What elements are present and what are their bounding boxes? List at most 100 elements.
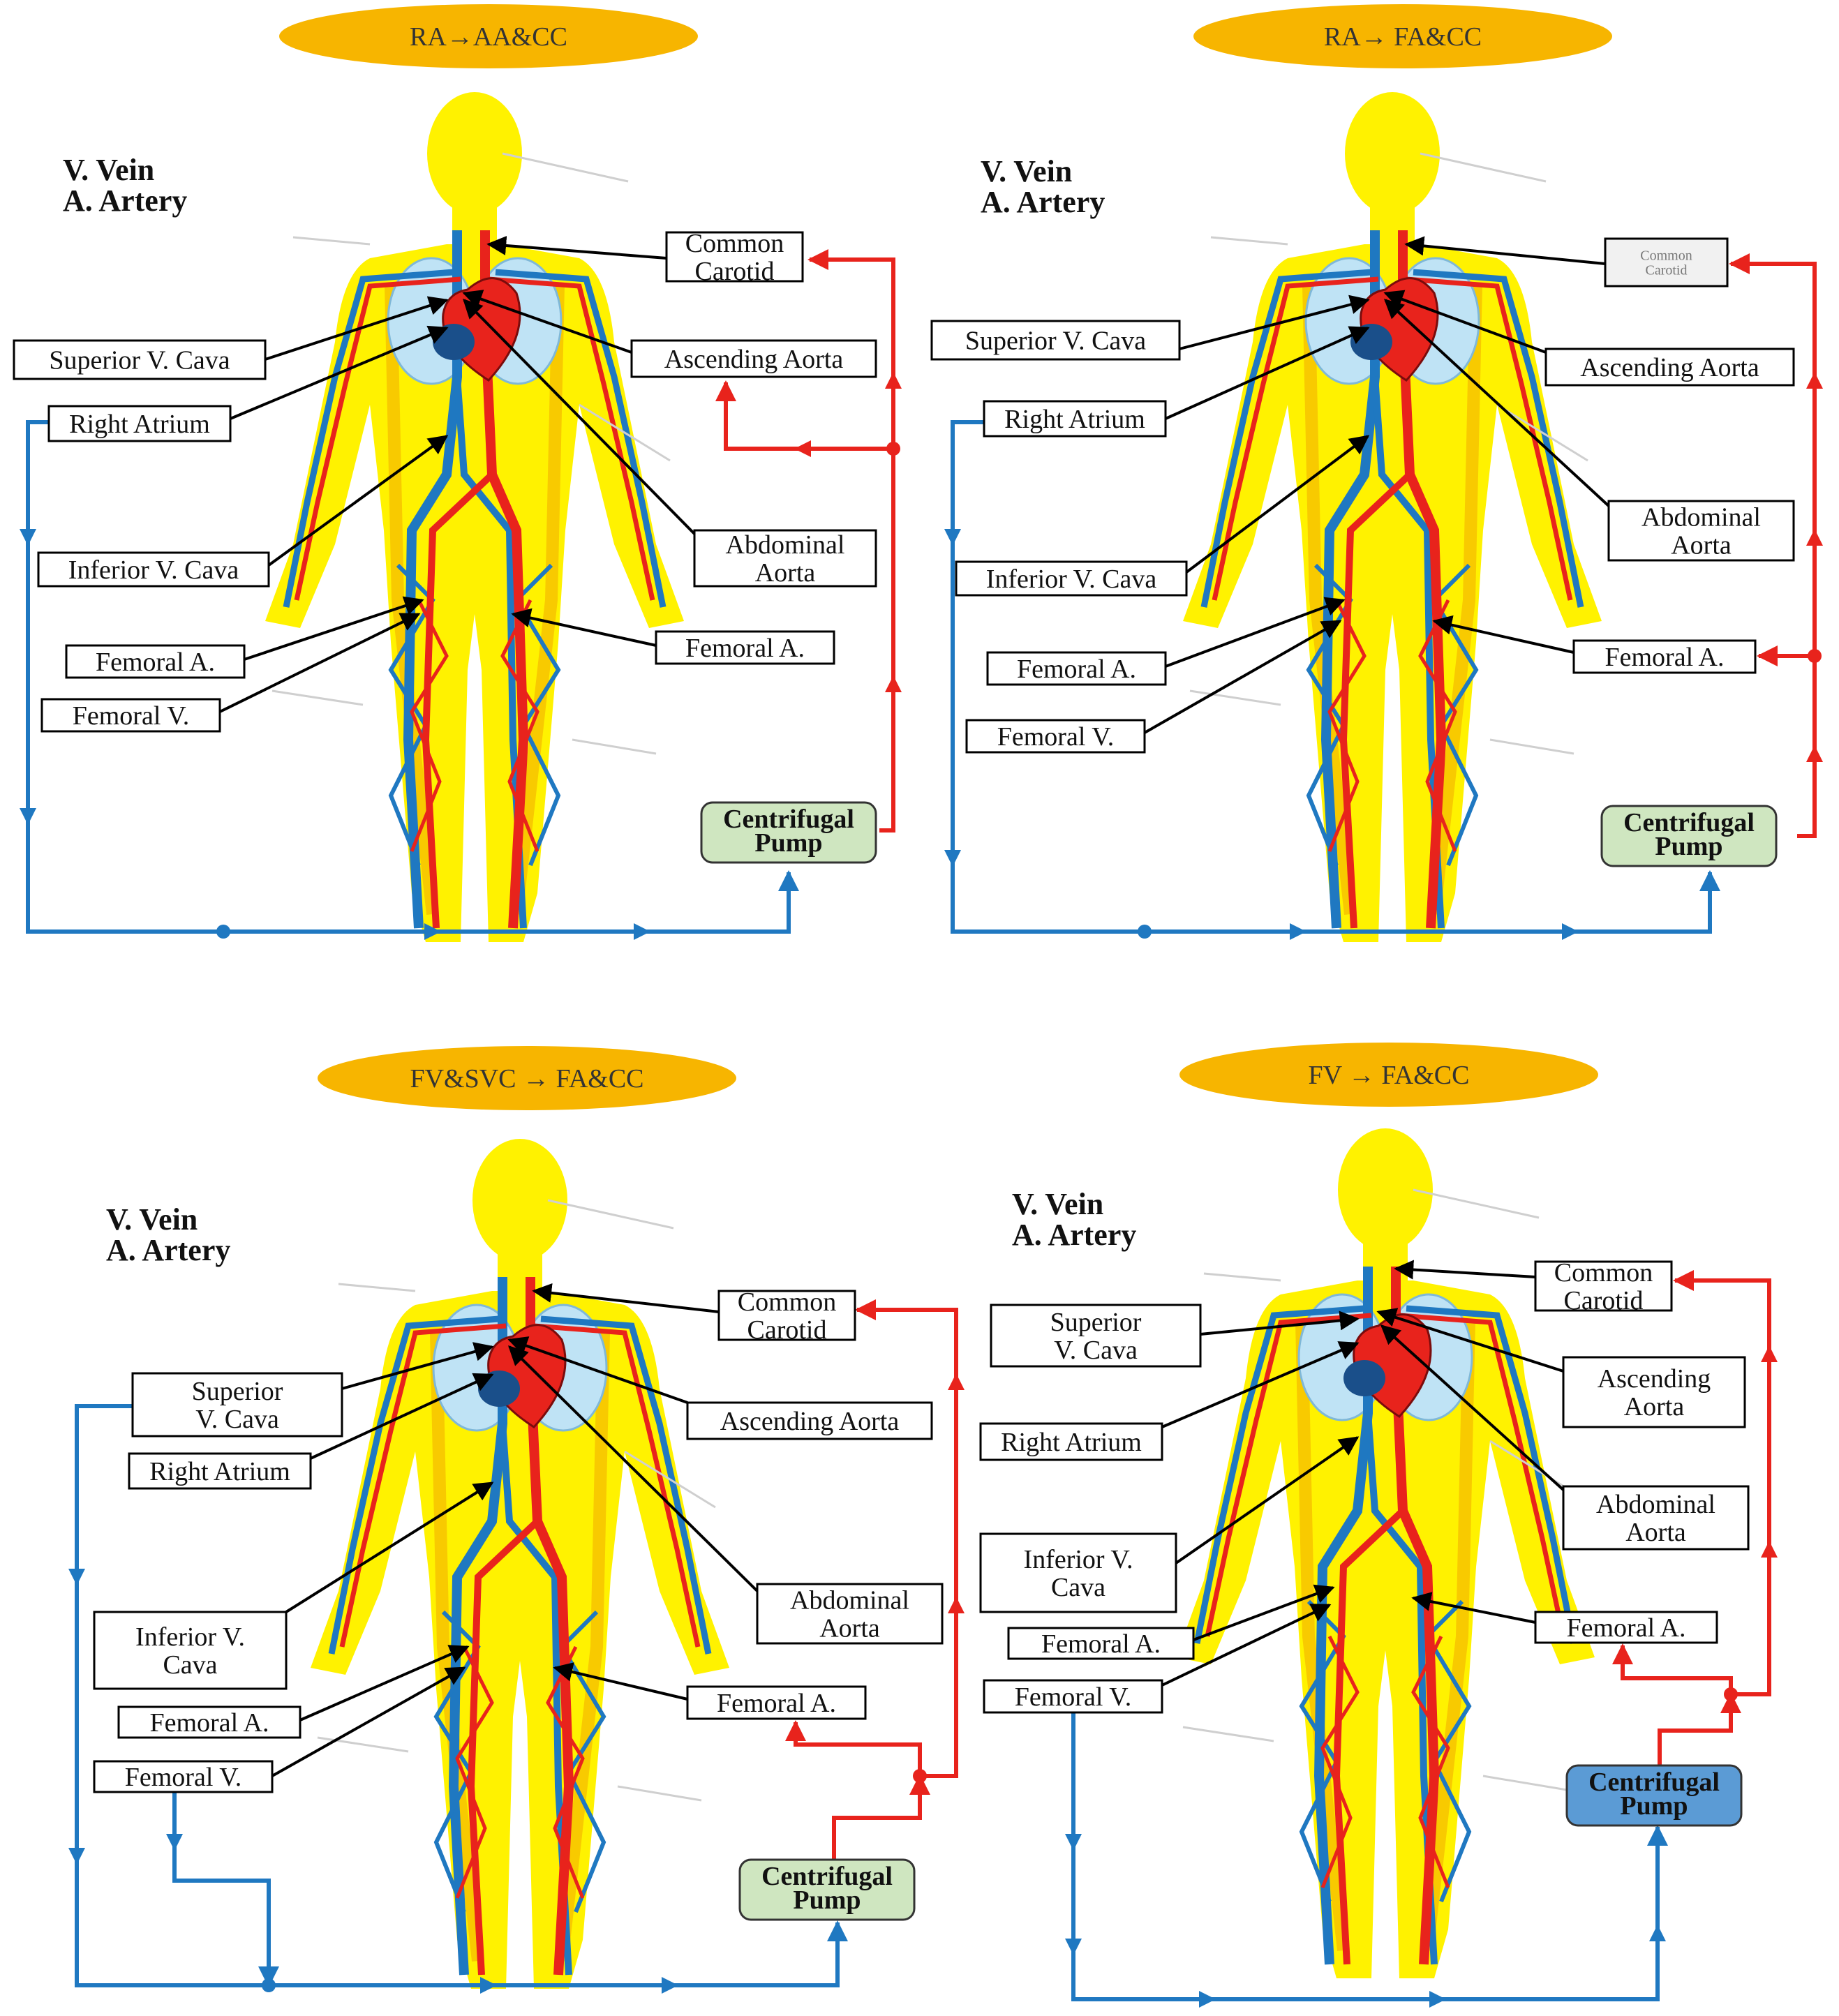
label-femoral-a-left: Femoral A. xyxy=(986,651,1167,686)
legend-vein: V. Vein xyxy=(981,154,1072,188)
label-femoral-a-right-box xyxy=(1534,1611,1718,1644)
label-superior-vena-cava-pointer xyxy=(265,296,449,361)
label-femoral-a-right: Femoral A. xyxy=(1572,639,1757,674)
label-inferior-vena-cava-text-1: Inferior V. xyxy=(1024,1545,1133,1574)
label-ascending-aorta-text-1: Ascending Aorta xyxy=(720,1407,900,1436)
venous-flow-mark-2 xyxy=(944,850,961,867)
legend-artery: A. Artery xyxy=(1012,1218,1136,1252)
panel-title: FV&SVC → FA&CC xyxy=(318,1046,736,1110)
arterial-line-pump xyxy=(832,1774,930,1860)
venous-flow-mark-3 xyxy=(1290,923,1306,940)
label-femoral-v: Femoral V. xyxy=(40,698,221,733)
label-ascending-aorta-box xyxy=(630,339,877,378)
arterial-line-main xyxy=(1729,253,1817,838)
pump-text-2: Pump xyxy=(1620,1791,1688,1821)
arterial-flow-mark-3 xyxy=(1806,372,1823,389)
venous-flow-mark-4 xyxy=(1429,1991,1446,2008)
label-femoral-a-left-pointer xyxy=(1165,597,1346,668)
label-inferior-vena-cava-box xyxy=(37,551,270,588)
venous-flow-mark-1 xyxy=(944,529,961,546)
label-femoral-a-right-text-1: Femoral A. xyxy=(685,634,805,663)
arterial-flow-mark-1 xyxy=(948,1597,965,1613)
label-superior-vena-cava-text-1: Superior V. Cava xyxy=(965,326,1146,355)
panel-title: RA→AA&CC xyxy=(279,4,698,68)
label-common-carotid-pointer xyxy=(486,236,667,260)
arterial-flow-mark-1 xyxy=(885,675,902,692)
label-superior-vena-cava-box xyxy=(990,1304,1202,1368)
venous-line xyxy=(26,420,799,934)
human-body-illustration xyxy=(1176,1128,1595,1978)
label-femoral-v: Femoral V. xyxy=(983,1679,1163,1714)
label-femoral-a-right: Femoral A. xyxy=(1534,1611,1718,1644)
label-ascending-aorta: Ascending Aorta xyxy=(630,339,877,378)
label-right-atrium: Right Atrium xyxy=(983,400,1167,438)
label-superior-vena-cava-box xyxy=(131,1372,343,1438)
label-femoral-v-pointer xyxy=(1161,1604,1332,1687)
arterial-flow-mark-2 xyxy=(1806,529,1823,546)
label-right-atrium: Right Atrium xyxy=(128,1452,312,1490)
legend-artery: A. Artery xyxy=(63,184,187,218)
venous-flow-mark-4 xyxy=(1562,923,1579,940)
label-superior-vena-cava-pointer xyxy=(1200,1311,1360,1336)
label-femoral-v-box xyxy=(93,1760,274,1793)
label-ascending-aorta-box xyxy=(686,1401,933,1440)
arterial-flow-mark-3 xyxy=(794,440,811,457)
label-inferior-vena-cava: Inferior V. Cava xyxy=(955,560,1188,597)
venous-flow-mark-3 xyxy=(424,923,441,940)
label-superior-vena-cava-text-2: V. Cava xyxy=(1054,1336,1138,1365)
label-right-atrium-text-1: Right Atrium xyxy=(69,410,210,439)
label-femoral-a-left-box xyxy=(65,644,246,679)
label-superior-vena-cava: Superior V. Cava xyxy=(13,339,267,380)
label-femoral-v-pointer xyxy=(219,613,421,713)
legend-vein: V. Vein xyxy=(63,153,154,187)
label-right-atrium-box xyxy=(983,400,1167,438)
arterial-flow-mark-1 xyxy=(1806,745,1823,762)
arterial-line-femoral xyxy=(785,1720,922,1776)
label-right-atrium-box xyxy=(47,405,232,442)
label-superior-vena-cava-text-1: Superior xyxy=(192,1377,283,1406)
label-common-carotid-box xyxy=(665,231,804,283)
label-abdominal-aorta-text-2: Aorta xyxy=(755,558,816,588)
label-femoral-a-left-pointer xyxy=(1193,1584,1335,1641)
label-ascending-aorta-box xyxy=(1544,348,1795,387)
label-superior-vena-cava-text-1: Superior V. Cava xyxy=(49,345,230,375)
label-inferior-vena-cava-box xyxy=(979,1532,1177,1613)
label-inferior-vena-cava: Inferior V.Cava xyxy=(979,1532,1177,1613)
label-right-atrium-text-1: Right Atrium xyxy=(149,1457,290,1486)
label-common-carotid-text-1: Common xyxy=(685,229,784,258)
venous-flow-mark-1 xyxy=(68,1569,85,1585)
label-common-carotid-box xyxy=(1604,237,1729,288)
panel-title-bubble xyxy=(279,4,698,68)
label-femoral-a-right-box xyxy=(1572,639,1757,674)
label-abdominal-aorta-text-2: Aorta xyxy=(1671,530,1732,560)
label-common-carotid-text-2: Carotid xyxy=(695,257,775,286)
panel-title-text: FV → FA&CC xyxy=(1309,1061,1470,1090)
venous-flow-mark-1 xyxy=(1065,1834,1082,1851)
venous-junction xyxy=(216,925,230,939)
label-ascending-aorta-pointer xyxy=(1376,1308,1564,1373)
label-ascending-aorta: Ascending Aorta xyxy=(1544,348,1795,387)
label-inferior-vena-cava-text-2: Cava xyxy=(163,1650,217,1680)
label-right-atrium-pointer xyxy=(1161,1341,1360,1428)
label-abdominal-aorta-box xyxy=(1607,500,1795,562)
arterial-line-femoral xyxy=(1612,1643,1733,1694)
label-superior-vena-cava: Superior V. Cava xyxy=(930,320,1181,361)
label-femoral-a-right-pointer xyxy=(1411,1592,1536,1624)
venous-line-femoral xyxy=(172,1792,279,1987)
label-femoral-v-text-1: Femoral V. xyxy=(125,1763,242,1792)
legend-vein: V. Vein xyxy=(106,1202,198,1237)
label-femoral-a-left-text-1: Femoral A. xyxy=(96,648,215,677)
pump-box xyxy=(1600,805,1778,867)
label-superior-vena-cava-text-1: Superior xyxy=(1050,1308,1142,1337)
